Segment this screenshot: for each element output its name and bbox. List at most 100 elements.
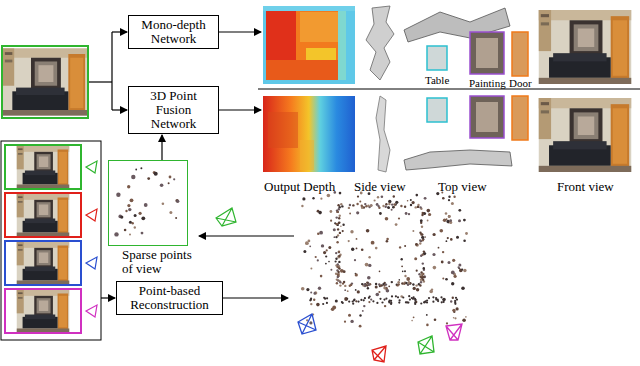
cloud-point (348, 207, 350, 209)
cloud-point (415, 299, 417, 301)
cloud-point (322, 303, 324, 305)
sparse-points-frame (108, 160, 188, 246)
process-box: 3D Point Fusion Network (128, 86, 219, 134)
cloud-point (453, 196, 455, 198)
cloud-point (352, 300, 354, 302)
sparse-point (130, 198, 134, 202)
cloud-point (398, 282, 400, 284)
cloud-point (341, 301, 343, 303)
sparse-point (128, 208, 131, 211)
cloud-point (388, 301, 390, 303)
sparse-point (120, 216, 123, 219)
cloud-point (399, 246, 401, 248)
node-text: Mono-depth Network (133, 18, 214, 46)
cloud-point (438, 247, 440, 249)
cloud-point (309, 245, 311, 247)
cloud-point (463, 269, 466, 272)
cloud-point (330, 210, 333, 213)
process-box: Mono-depth Network (128, 15, 219, 49)
cloud-point (370, 299, 372, 301)
cloud-point (365, 205, 367, 207)
cloud-point (305, 241, 309, 245)
cloud-point (408, 295, 410, 297)
sparse-point (125, 210, 127, 212)
cloud-point (426, 314, 428, 316)
cloud-point (335, 252, 337, 254)
cloud-point (356, 248, 358, 250)
cloud-point (403, 283, 405, 285)
cloud-point (341, 205, 343, 207)
cloud-point (388, 285, 390, 287)
cloud-point (352, 204, 354, 206)
cloud-point (419, 284, 421, 286)
sparse-point (144, 203, 148, 207)
cloud-point (344, 289, 346, 291)
cloud-point (384, 305, 386, 307)
cloud-point (427, 220, 429, 222)
cloud-point (370, 204, 372, 206)
cloud-point (441, 261, 444, 264)
cloud-point (328, 261, 330, 263)
cloud-point (338, 261, 340, 263)
cloud-point (321, 244, 324, 247)
cloud-point (413, 316, 415, 318)
cloud-point (391, 295, 393, 297)
cloud-point (453, 317, 455, 319)
cloud-point (432, 301, 434, 303)
cloud-point (385, 217, 389, 221)
cloud-point (397, 296, 399, 298)
cloud-point (456, 307, 459, 310)
cloud-point (368, 301, 370, 303)
cloud-point (449, 219, 452, 222)
cloud-point (344, 285, 346, 287)
cloud-point (379, 212, 382, 215)
cloud-point (318, 287, 321, 290)
node-text: Point-based Reconstruction (121, 284, 218, 312)
cloud-point (416, 243, 419, 246)
cloud-point (420, 222, 422, 224)
cloud-point (463, 239, 466, 242)
cloud-point (428, 213, 431, 216)
cloud-point (363, 299, 365, 301)
sparse-point (114, 232, 118, 236)
cloud-point (352, 303, 354, 305)
cloud-point (398, 217, 400, 219)
cloud-point (368, 256, 370, 258)
cloud-point (456, 236, 459, 239)
cloud-point (454, 317, 456, 319)
cloud-point (357, 301, 359, 303)
cloud-point (404, 270, 406, 272)
cloud-point (392, 206, 394, 208)
cloud-point (442, 277, 444, 279)
sparse-point (127, 185, 130, 188)
cloud-point (408, 281, 410, 283)
cloud-point (424, 236, 426, 238)
cloud-point (399, 299, 401, 301)
cloud-point (361, 283, 363, 285)
cloud-point (416, 194, 419, 197)
cloud-point (314, 292, 317, 295)
cloud-point (446, 218, 448, 220)
cloud-point (426, 324, 429, 327)
cloud-point (401, 265, 403, 267)
sparse-point (124, 229, 127, 232)
cloud-point (337, 204, 339, 206)
connector-arrow (161, 135, 162, 160)
cloud-point (364, 297, 366, 299)
cloud-point (465, 232, 468, 235)
cloud-point (388, 301, 390, 303)
cloud-point (448, 199, 450, 201)
cloud-point (377, 205, 379, 207)
cloud-point (377, 196, 379, 198)
cloud-point (339, 281, 341, 283)
sparse-point (141, 216, 145, 220)
cloud-point (385, 298, 387, 300)
cloud-point (421, 226, 423, 228)
cloud-point (426, 299, 428, 301)
cloud-point (420, 255, 422, 257)
cloud-point (344, 297, 348, 301)
cloud-point (340, 203, 342, 205)
cloud-point (381, 196, 384, 199)
cloud-point (361, 206, 363, 208)
cloud-point (416, 270, 418, 272)
